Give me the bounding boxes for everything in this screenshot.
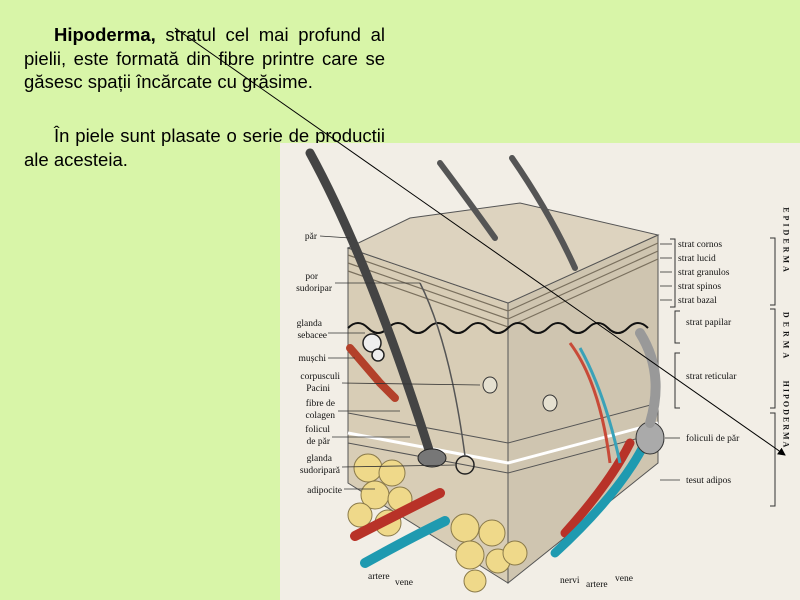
skin-diagram: păr por sudoripar glanda sebacee mușchi …	[280, 143, 800, 600]
label-strat-spinos: strat spinos	[678, 282, 721, 292]
term-hipoderma: Hipoderma,	[54, 24, 156, 45]
label-adipocite: adipocite	[307, 486, 342, 496]
label-sudoripar: sudoripar	[296, 284, 333, 294]
label-artere-left: artere	[368, 572, 390, 582]
label-corpusculi: corpusculi	[300, 372, 340, 382]
label-epiderma: EPIDERMA	[782, 207, 791, 275]
label-sudoripara: sudoripară	[300, 466, 341, 476]
label-strat-papilar: strat papilar	[686, 318, 732, 328]
label-de-par: de păr	[307, 437, 331, 447]
label-muschi: mușchi	[299, 354, 327, 364]
label-glanda-sebacee: glanda	[297, 319, 323, 329]
label-hipoderma: HIPODERMA	[782, 381, 791, 450]
label-pacini: Pacini	[306, 384, 330, 394]
label-strat-reticular: strat reticular	[686, 372, 737, 382]
fat-tissue-center	[450, 513, 528, 593]
label-vene-left: vene	[395, 578, 413, 588]
label-strat-bazal: strat bazal	[678, 296, 717, 306]
vein-left	[360, 516, 450, 568]
label-strat-cornos: strat cornos	[678, 240, 722, 250]
label-derma: DERMA	[782, 312, 791, 362]
label-nervi: nervi	[560, 576, 580, 586]
pacini-corpuscle	[482, 376, 498, 394]
label-foliculi: foliculi de păr	[686, 433, 740, 444]
label-por: por	[305, 272, 319, 282]
label-tesut-adipos: tesut adipos	[686, 476, 731, 486]
hair-bulb	[417, 448, 447, 468]
label-strat-lucid: strat lucid	[678, 254, 716, 264]
label-glanda-sud: glanda	[307, 454, 333, 464]
label-par: păr	[305, 232, 318, 242]
label-fibre-de: fibre de	[306, 398, 335, 409]
label-sebacee: sebacee	[297, 331, 327, 341]
label-vene-right: vene	[615, 574, 633, 584]
label-colagen: colagen	[305, 411, 335, 421]
paragraph-hipoderma: Hipoderma, stratul cel mai profund al pi…	[24, 23, 385, 94]
label-artere-right: artere	[586, 580, 608, 590]
artery-left	[350, 488, 445, 541]
label-folicul: folicul	[305, 424, 330, 435]
pacini-corpuscle	[542, 394, 558, 412]
label-strat-granulos: strat granulos	[678, 268, 730, 278]
